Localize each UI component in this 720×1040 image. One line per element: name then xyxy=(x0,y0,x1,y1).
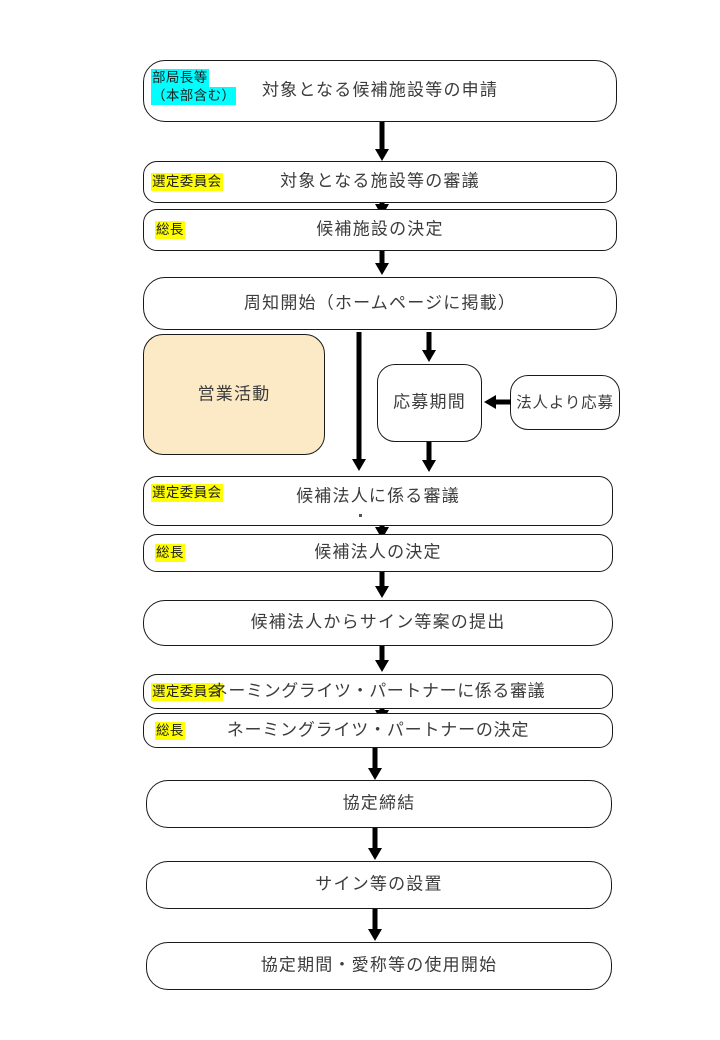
node-label: 候補施設の決定 xyxy=(316,219,444,240)
node-sales-activity[interactable]: 営業活動 xyxy=(143,334,325,455)
role-tag-line2: （本部含む） xyxy=(151,87,237,106)
node-label: 協定期間・愛称等の使用開始 xyxy=(260,955,498,976)
role-tag-line1: 総長 xyxy=(155,722,185,741)
node-label: 営業活動 xyxy=(197,384,271,405)
stray-period-mark xyxy=(359,514,362,517)
node-start-use[interactable]: 協定期間・愛称等の使用開始 xyxy=(146,942,612,990)
node-label: 対象となる候補施設等の申請 xyxy=(261,80,499,101)
role-tag-president-3: 総長 xyxy=(155,722,185,741)
node-label: サイン等の設置 xyxy=(315,874,443,895)
role-tag-line1: 選定委員会 xyxy=(151,484,223,503)
role-tag-line1: 選定委員会 xyxy=(151,173,223,192)
node-decide-partner[interactable]: 総長 ネーミングライツ・パートナーの決定 xyxy=(143,713,613,748)
role-tag-line1: 選定委員会 xyxy=(151,683,223,702)
node-label: 応募期間 xyxy=(393,392,466,413)
node-install-sign[interactable]: サイン等の設置 xyxy=(146,861,612,909)
role-tag-president-2: 総長 xyxy=(155,544,185,563)
role-tag-line1: 総長 xyxy=(155,544,185,563)
node-label: 候補法人に係る審議 xyxy=(296,486,460,507)
role-tag-president-1: 総長 xyxy=(155,221,185,240)
node-submit-sign[interactable]: 候補法人からサイン等案の提出 xyxy=(143,600,613,646)
node-label: 候補法人からサイン等案の提出 xyxy=(250,612,506,633)
node-decide-corp[interactable]: 総長 候補法人の決定 xyxy=(143,534,613,572)
role-tag-selection-committee-3: 選定委員会 xyxy=(151,683,223,702)
node-application-period[interactable]: 応募期間 xyxy=(377,364,482,442)
role-tag-bureau-chief: 部局長等（本部含む） xyxy=(151,69,237,106)
node-label: 候補法人の決定 xyxy=(314,542,442,563)
node-decide-facility[interactable]: 総長 候補施設の決定 xyxy=(143,209,617,251)
node-label: 対象となる施設等の審議 xyxy=(280,171,480,192)
role-tag-selection-committee-1: 選定委員会 xyxy=(151,173,223,192)
node-review-corp[interactable]: 選定委員会 候補法人に係る審議 xyxy=(143,476,613,526)
node-label: 周知開始（ホームページに掲載） xyxy=(243,293,517,314)
node-label: ネーミングライツ・パートナーの決定 xyxy=(226,720,530,741)
node-review-partner[interactable]: 選定委員会 ネーミングライツ・パートナーに係る審議 xyxy=(143,674,613,709)
role-tag-line1: 部局長等 xyxy=(151,69,209,88)
node-corporate-apply[interactable]: 法人より応募 xyxy=(510,375,620,430)
node-apply[interactable]: 部局長等（本部含む） 対象となる候補施設等の申請 xyxy=(143,60,617,122)
role-tag-selection-committee-2: 選定委員会 xyxy=(151,484,223,503)
node-publicize[interactable]: 周知開始（ホームページに掲載） xyxy=(143,277,617,330)
node-label: 法人より応募 xyxy=(516,393,614,412)
node-agreement[interactable]: 協定締結 xyxy=(146,780,612,828)
role-tag-line1: 総長 xyxy=(155,221,185,240)
node-label: 協定締結 xyxy=(342,793,416,814)
node-review-facility[interactable]: 選定委員会 対象となる施設等の審議 xyxy=(143,161,617,203)
node-label: ネーミングライツ・パートナーに係る審議 xyxy=(210,681,546,702)
